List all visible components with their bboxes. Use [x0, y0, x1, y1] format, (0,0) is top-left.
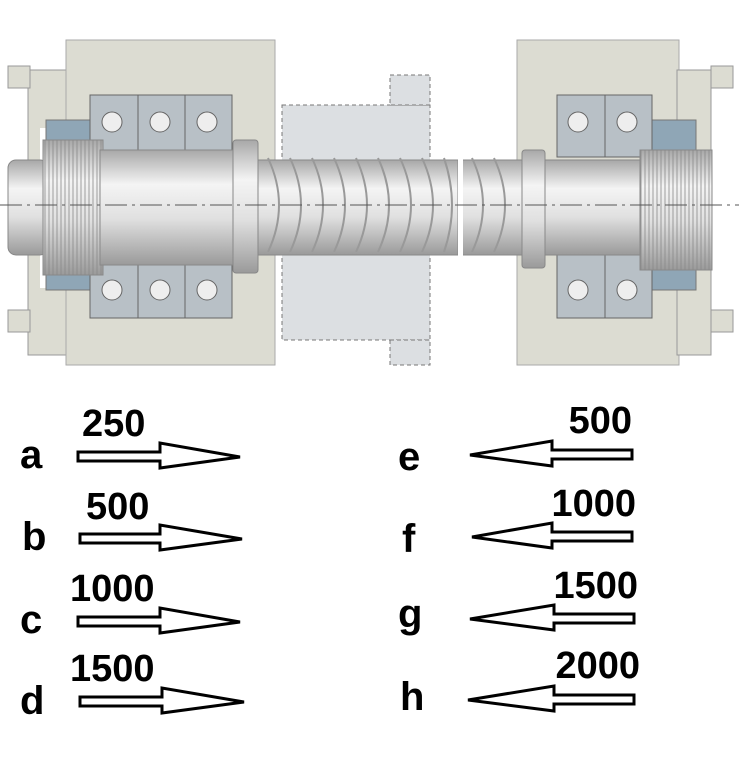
bearings — [89, 94, 653, 319]
arrow-right-icon — [76, 606, 241, 635]
case-letter: f — [402, 517, 416, 561]
load-case-a: a 250 — [20, 403, 241, 477]
case-value: 500 — [569, 400, 632, 442]
arrow-left-icon — [469, 439, 634, 468]
case-value: 2000 — [555, 645, 640, 687]
case-value: 1000 — [551, 483, 636, 525]
load-case-e: e 500 — [398, 400, 634, 479]
arrow-left-icon — [469, 603, 636, 632]
case-value: 1500 — [553, 565, 638, 607]
load-case-c: c 1000 — [20, 568, 241, 642]
case-letter: b — [22, 515, 46, 559]
case-value: 1000 — [70, 568, 155, 610]
load-case-h: h 2000 — [400, 645, 640, 719]
case-value: 1500 — [70, 648, 155, 690]
arrow-left-icon — [471, 521, 634, 550]
load-case-b: b 500 — [22, 486, 243, 559]
load-case-g: g 1500 — [398, 565, 638, 636]
load-case-f: f 1000 — [402, 483, 636, 561]
case-letter: d — [20, 679, 44, 723]
case-letter: h — [400, 675, 424, 719]
arrow-right-icon — [76, 441, 241, 470]
arrow-right-icon — [78, 686, 245, 715]
case-letter: e — [398, 435, 420, 479]
case-value: 250 — [82, 403, 145, 445]
case-letter: a — [20, 433, 43, 477]
arrow-left-icon — [467, 684, 636, 713]
case-letter: c — [20, 598, 42, 642]
arrow-right-icon — [78, 523, 243, 552]
screw-shaft — [7, 139, 713, 276]
case-letter: g — [398, 592, 422, 636]
case-value: 500 — [86, 486, 149, 528]
load-case-d: d 1500 — [20, 648, 245, 723]
